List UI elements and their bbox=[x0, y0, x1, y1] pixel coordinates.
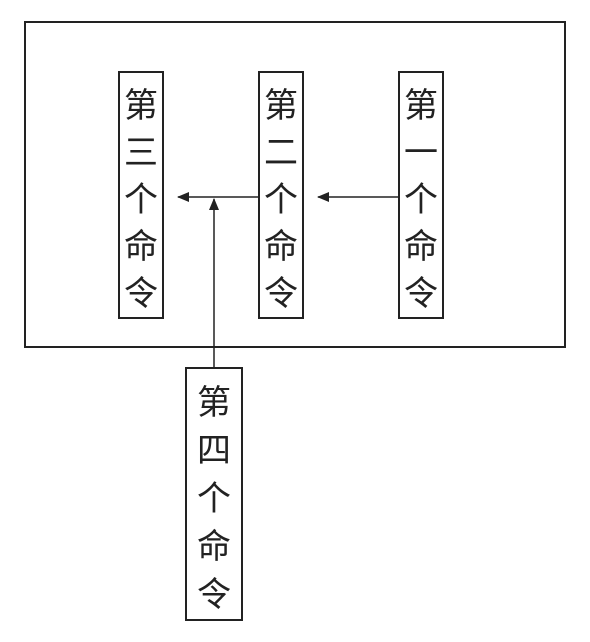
command-2-char-3: 个 bbox=[264, 180, 298, 220]
command-2-char-4: 命 bbox=[264, 227, 298, 267]
command-3-char-5: 令 bbox=[124, 274, 158, 314]
command-4-char-2: 四 bbox=[197, 431, 231, 471]
command-box-4: 第 四 个 命 令 bbox=[185, 367, 243, 621]
command-box-1-frame bbox=[398, 71, 444, 319]
command-box-1: 第 一 个 命 令 bbox=[398, 71, 444, 319]
command-4-char-4: 命 bbox=[197, 527, 231, 567]
command-4-char-3: 个 bbox=[197, 479, 231, 519]
command-4-char-5: 令 bbox=[197, 575, 231, 615]
command-2-char-5: 令 bbox=[264, 274, 298, 314]
command-3-char-3: 个 bbox=[124, 180, 158, 220]
command-box-3: 第 三 个 命 令 bbox=[118, 71, 164, 319]
command-1-char-1: 第 bbox=[404, 86, 438, 126]
command-3-char-4: 命 bbox=[124, 227, 158, 267]
command-2-char-2: 二 bbox=[264, 133, 298, 173]
command-1-char-3: 个 bbox=[404, 180, 438, 220]
command-3-char-1: 第 bbox=[124, 86, 158, 126]
command-3-char-2: 三 bbox=[124, 133, 158, 173]
command-1-char-4: 命 bbox=[404, 227, 438, 267]
command-box-3-frame bbox=[118, 71, 164, 319]
command-4-char-1: 第 bbox=[197, 383, 231, 423]
command-2-char-1: 第 bbox=[264, 86, 298, 126]
command-box-2-frame bbox=[258, 71, 304, 319]
command-box-4-frame bbox=[185, 367, 243, 621]
container-frame bbox=[24, 21, 566, 348]
command-box-2: 第 二 个 命 令 bbox=[258, 71, 304, 319]
command-1-char-5: 令 bbox=[404, 274, 438, 314]
command-1-char-2: 一 bbox=[404, 133, 438, 173]
